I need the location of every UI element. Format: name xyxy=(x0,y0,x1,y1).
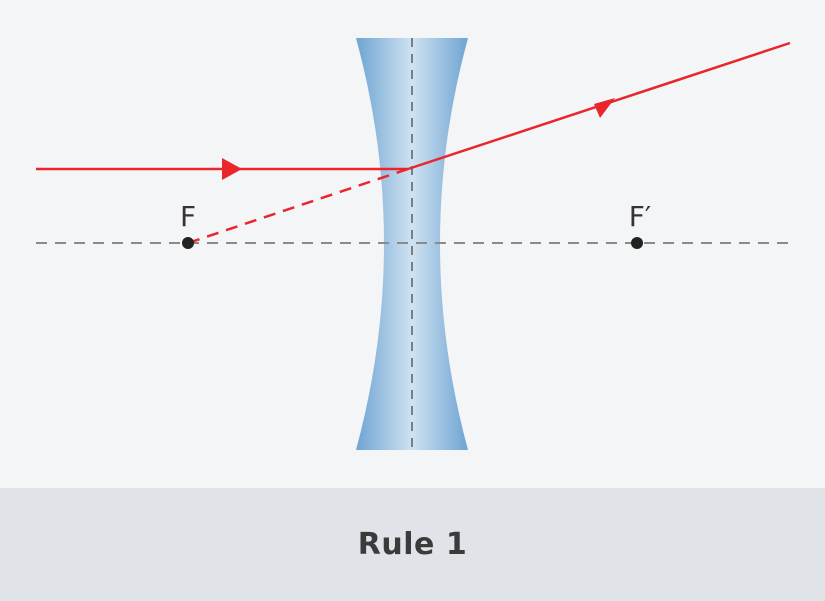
caption-bar: Rule 1 xyxy=(0,488,825,601)
focal-point-right xyxy=(631,237,643,249)
focal-label-right: F′ xyxy=(629,200,651,233)
concave-lens xyxy=(356,38,468,450)
virtual-ray-extension xyxy=(187,167,409,245)
caption-title: Rule 1 xyxy=(357,527,468,562)
concave-lens-diagram: F F′ xyxy=(36,38,791,450)
incident-ray-arrow xyxy=(222,158,242,180)
focal-point-left xyxy=(182,237,194,249)
refracted-ray-arrow xyxy=(594,98,615,118)
focal-label-left: F xyxy=(180,200,196,233)
